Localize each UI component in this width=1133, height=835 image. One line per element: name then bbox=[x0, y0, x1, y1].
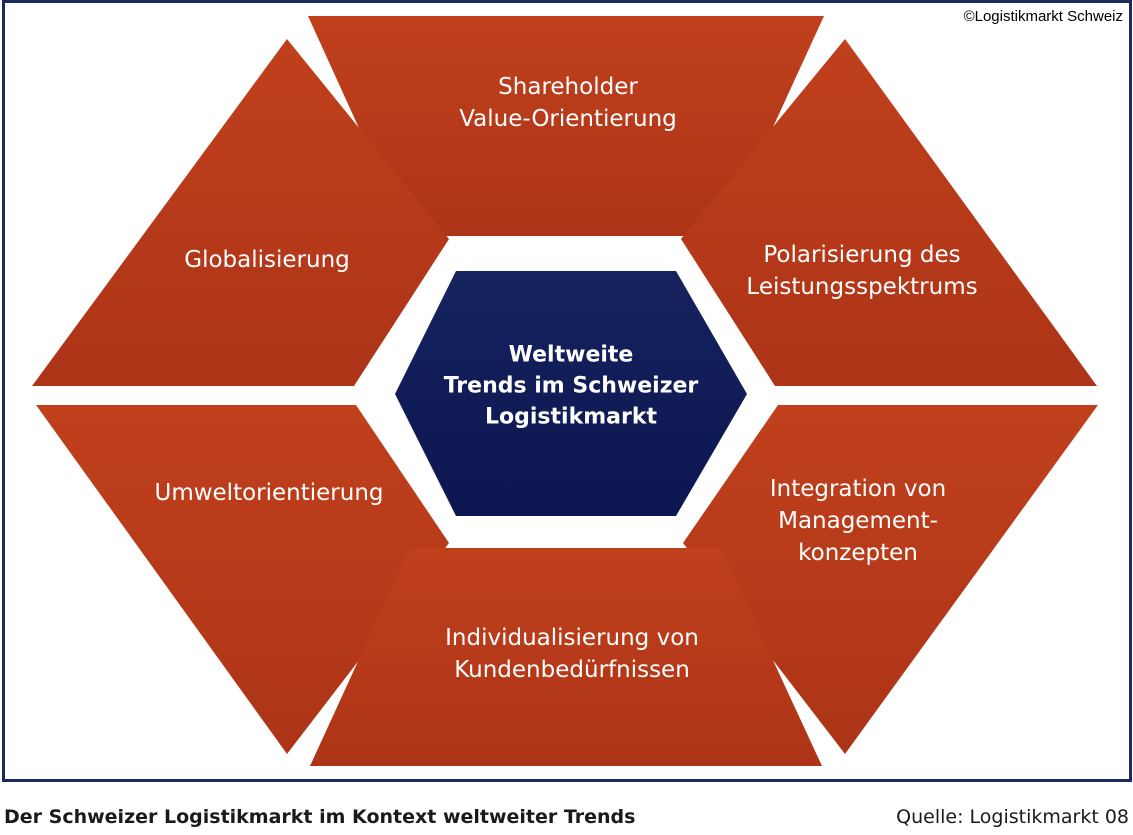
center-hexagon bbox=[395, 271, 747, 516]
segment-upper-right-shape bbox=[681, 39, 1097, 386]
center-label: Weltweite Trends im Schweizer Logistikma… bbox=[443, 342, 699, 430]
segment-lower-left-label: Umweltorientierung bbox=[154, 480, 384, 506]
segment-bottom-shape bbox=[310, 548, 822, 766]
segment-upper-left-shape bbox=[32, 39, 449, 386]
caption-title: Der Schweizer Logistikmarkt im Kontext w… bbox=[4, 806, 636, 828]
segment-top-shape bbox=[308, 16, 824, 236]
hexagon-diagram bbox=[32, 16, 1098, 766]
diagram-frame: Shareholder Value-Orientierung Globalisi… bbox=[2, 0, 1132, 782]
segment-upper-right-label: Polarisierung des Leistungsspektrums bbox=[746, 242, 978, 300]
segment-top-label: Shareholder Value-Orientierung bbox=[459, 74, 677, 132]
segment-bottom-label: Individualisierung von Kundenbedürfnisse… bbox=[445, 625, 699, 683]
caption-source: Quelle: Logistikmarkt 08 bbox=[896, 806, 1129, 828]
segment-lower-right-label: Integration von Management- konzepten bbox=[769, 476, 947, 566]
segment-lower-left-shape bbox=[36, 405, 449, 754]
segment-lower-right-shape bbox=[683, 405, 1098, 754]
segment-upper-left-label: Globalisierung bbox=[184, 247, 350, 273]
copyright-notice: ©Logistikmarkt Schweiz bbox=[963, 8, 1123, 25]
